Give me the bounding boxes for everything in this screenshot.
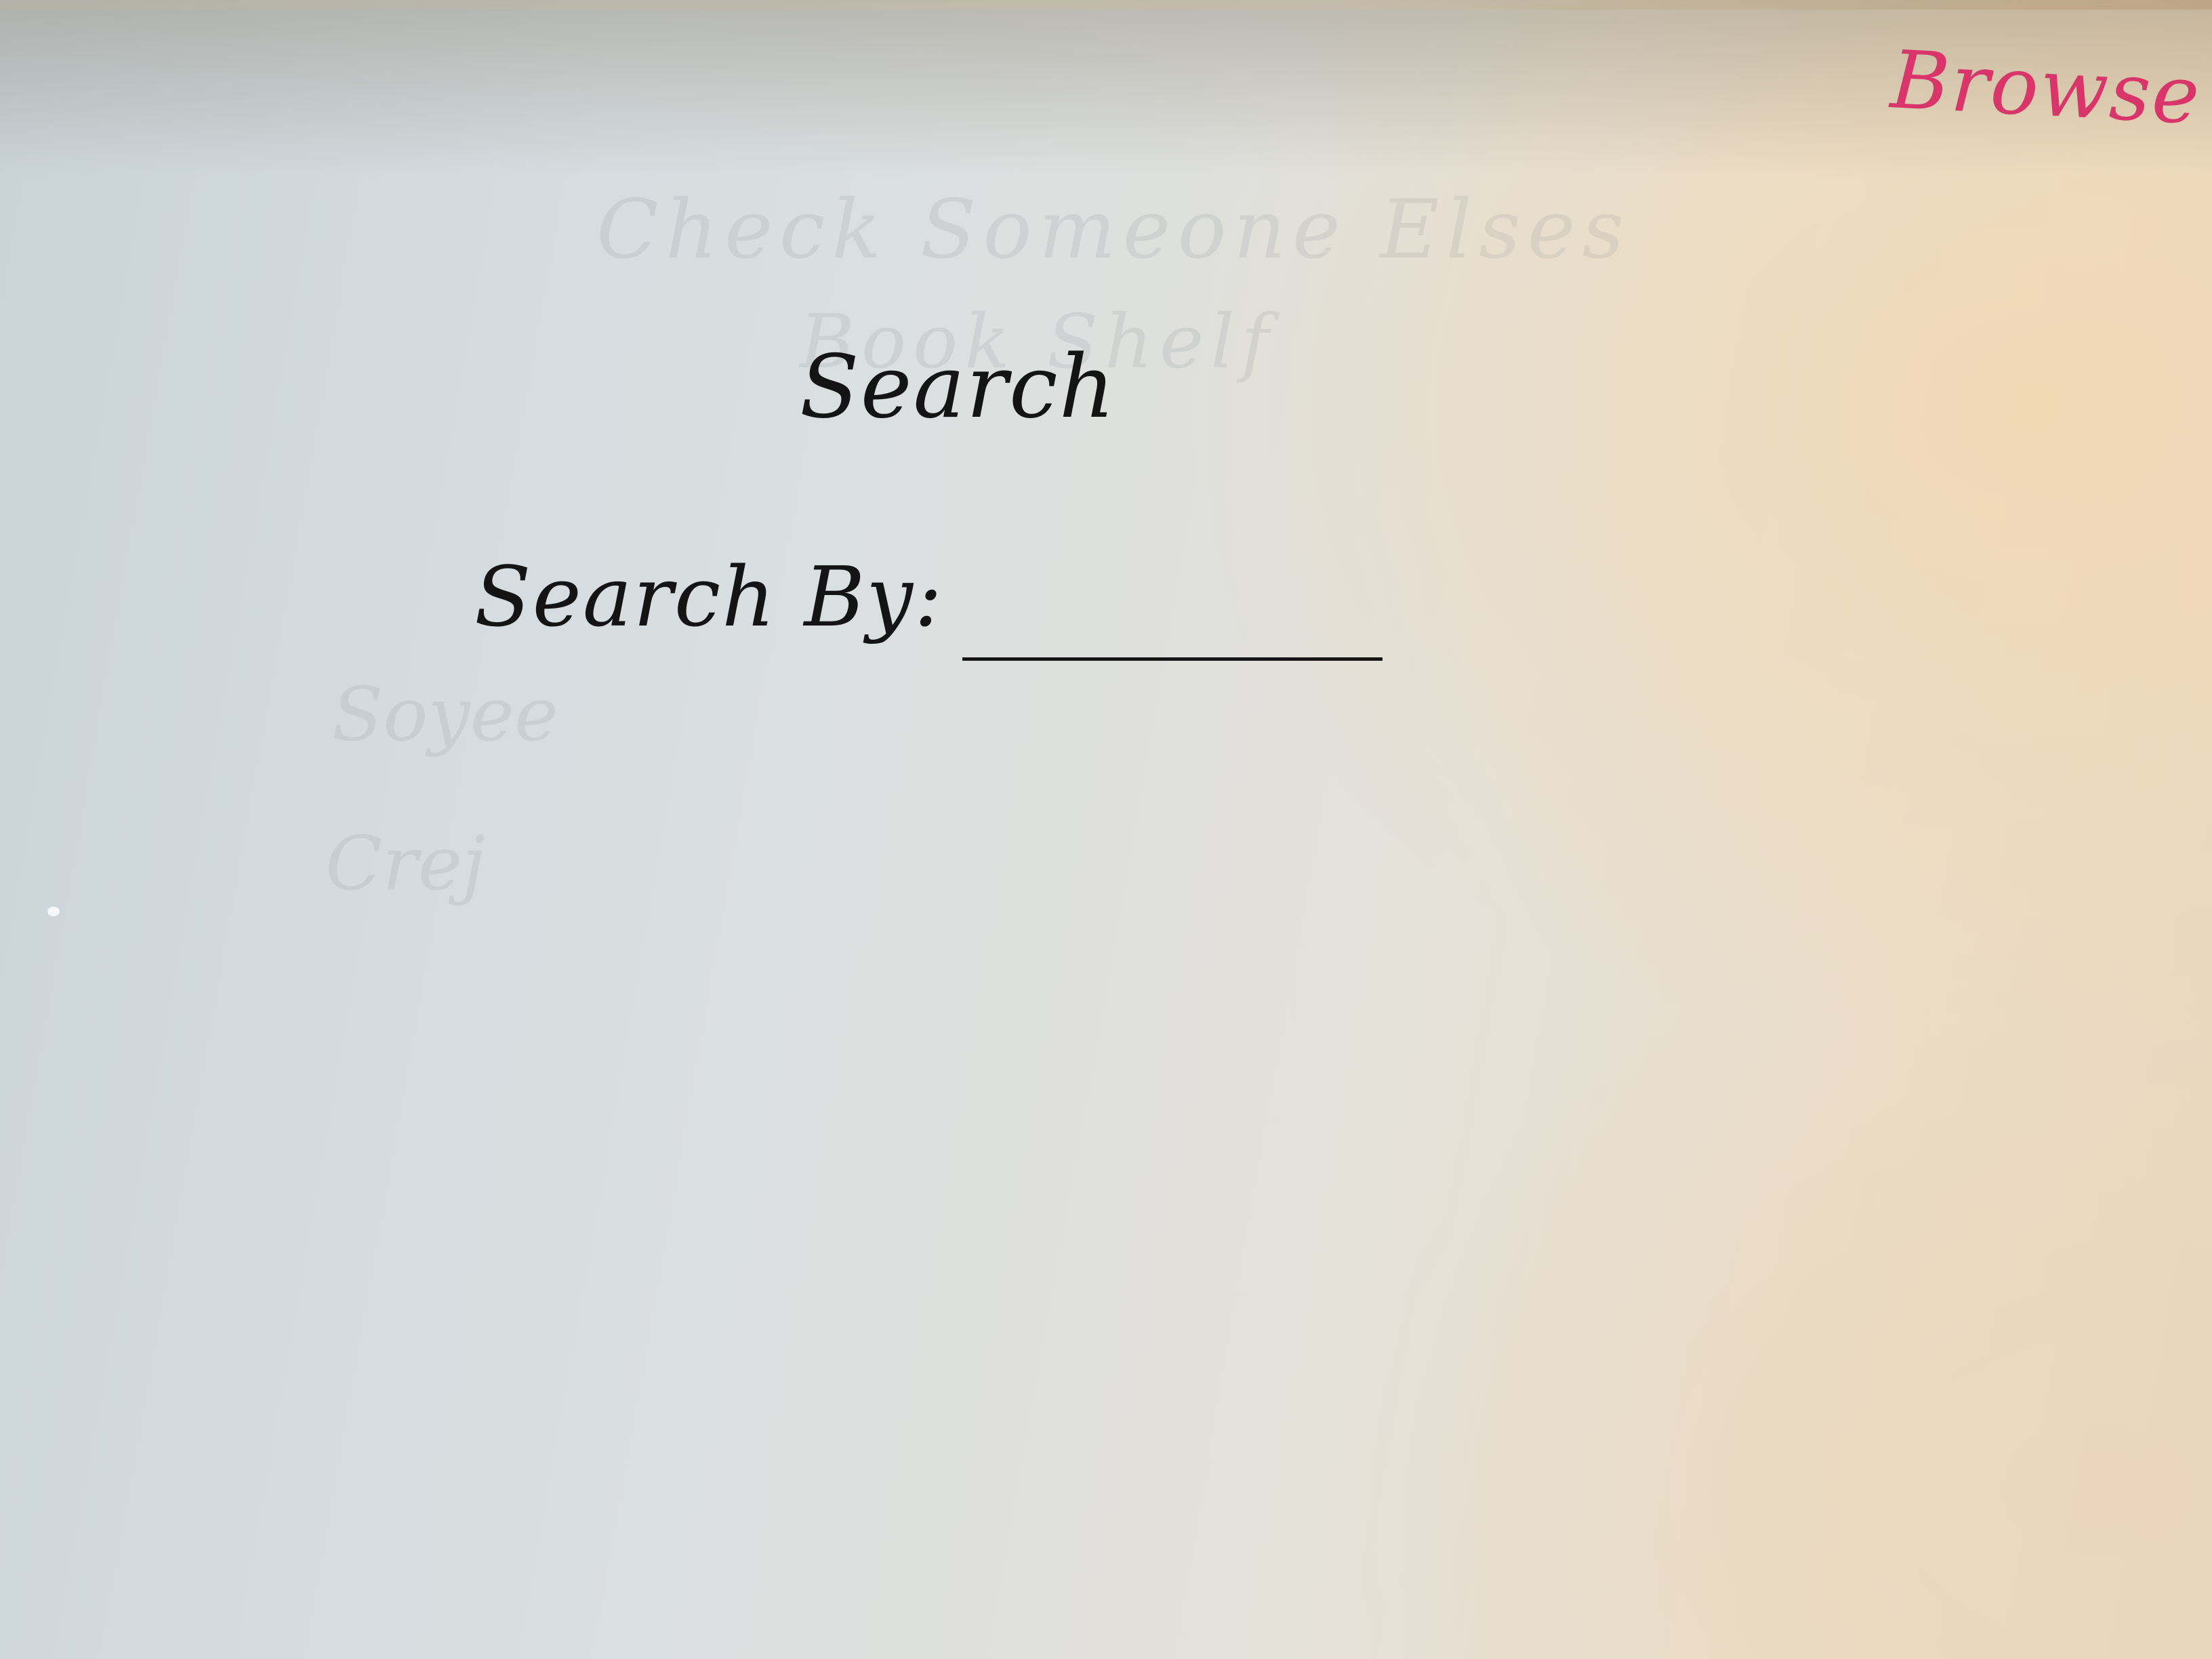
search-by-input[interactable] xyxy=(962,583,1382,661)
browse-link[interactable]: Browse xyxy=(1888,33,2203,142)
bleed-through-text: Check Someone Elses xyxy=(596,183,1631,277)
search-by-row: Search By: xyxy=(474,556,1396,678)
bleed-through-text: Soyee xyxy=(332,671,558,758)
top-edge xyxy=(0,0,2212,9)
bleed-through-text: Book Shelf xyxy=(800,298,1276,385)
paper-speck xyxy=(47,907,60,916)
page-title: Search xyxy=(800,337,1117,438)
search-by-label: Search By: xyxy=(474,549,944,645)
top-shadow xyxy=(0,0,2212,176)
bleed-through-text: Crej xyxy=(325,820,485,907)
